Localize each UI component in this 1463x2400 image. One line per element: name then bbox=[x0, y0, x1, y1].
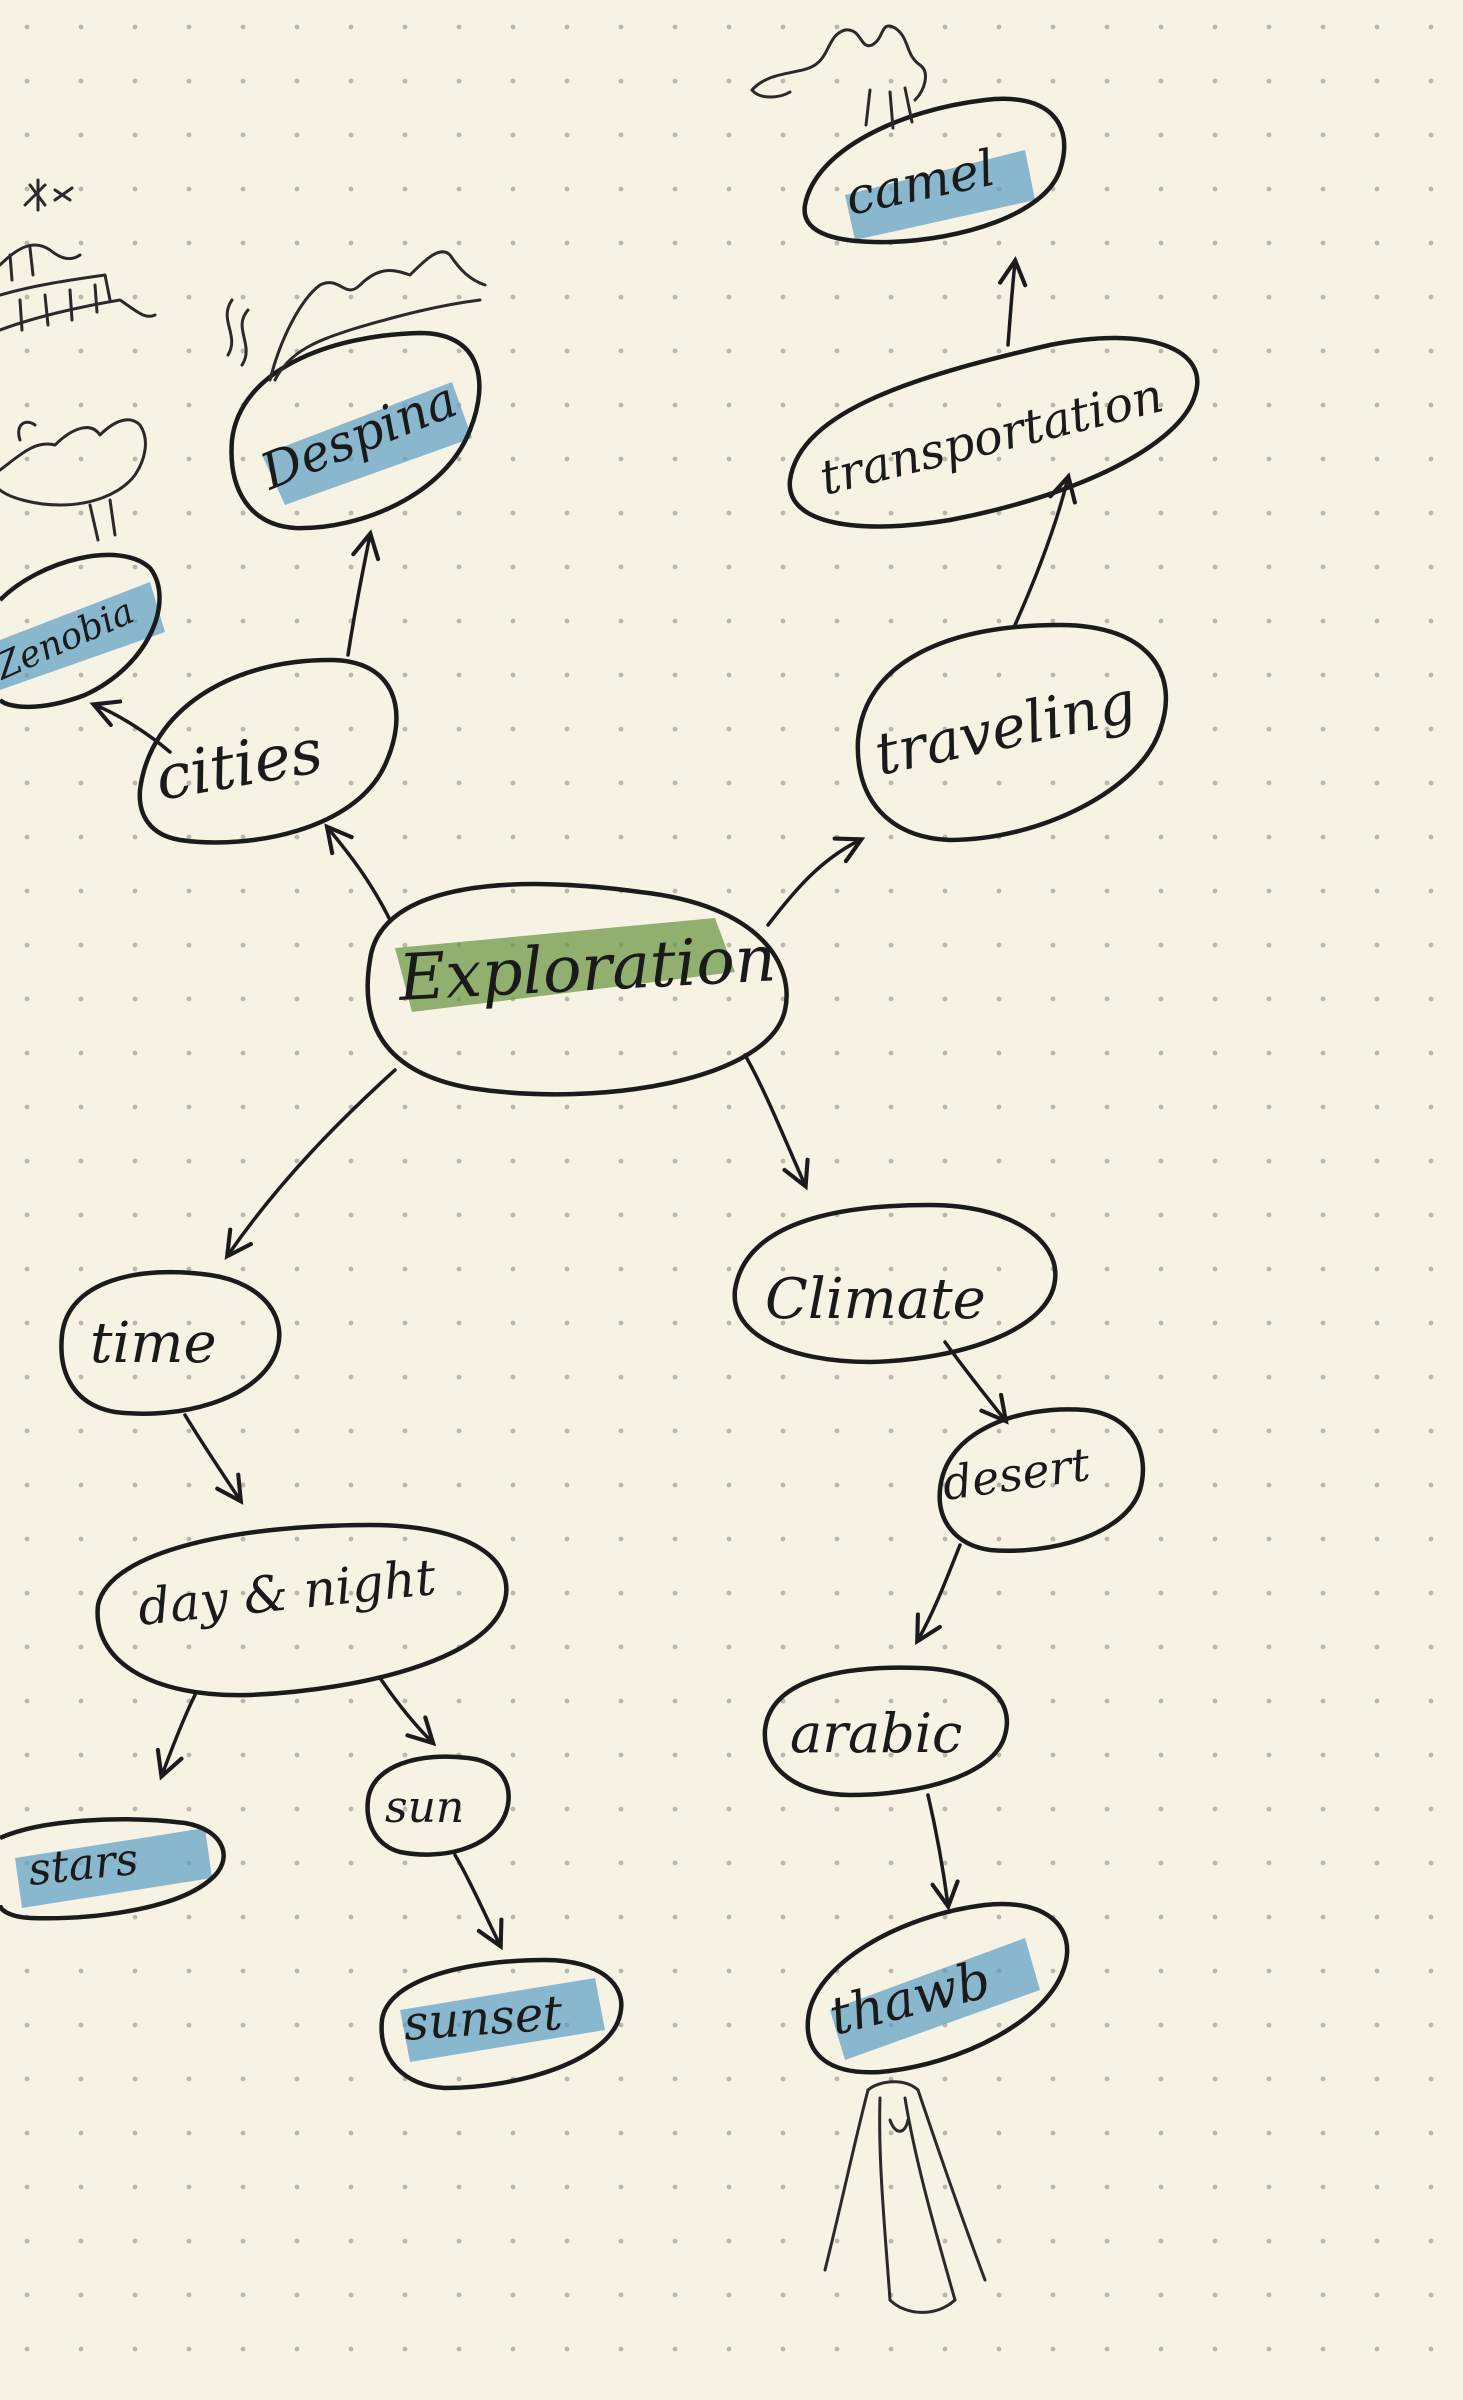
node-time-shape bbox=[59, 1269, 282, 1416]
node-daynight-shape bbox=[95, 1522, 509, 1698]
node-despina-shape bbox=[229, 330, 482, 531]
node-thawb-shape bbox=[805, 1901, 1070, 2075]
edge-sun-sunset bbox=[453, 1853, 504, 1951]
node-arabic-label: arabic bbox=[790, 1702, 962, 1765]
node-transportation-shape bbox=[787, 335, 1200, 529]
building-sketch-icon bbox=[0, 243, 157, 332]
node-traveling-shape bbox=[855, 622, 1169, 843]
edge-daynight-stars bbox=[155, 1693, 197, 1781]
node-cities-shape bbox=[137, 657, 399, 845]
highlight-camel bbox=[845, 150, 1035, 240]
node-shapes bbox=[0, 96, 1200, 2091]
edge-cities-despina bbox=[346, 529, 381, 657]
node-desert-shape bbox=[937, 1407, 1146, 1553]
edge-exploration-traveling bbox=[766, 836, 866, 927]
edge-exploration-cities bbox=[324, 823, 392, 922]
edge-transportation-camel bbox=[998, 256, 1028, 347]
edge-arabic-thawb bbox=[926, 1793, 960, 1911]
thawb-robe-sketch-icon bbox=[823, 2080, 987, 2314]
node-stars-label: stars bbox=[26, 1834, 141, 1896]
node-climate-shape bbox=[732, 1202, 1058, 1365]
node-climate-label: Climate bbox=[765, 1267, 986, 1332]
node-camel-shape bbox=[802, 96, 1067, 245]
edge-cities-zenobia bbox=[89, 699, 172, 754]
edge-exploration-climate bbox=[743, 1053, 810, 1191]
highlight-despina bbox=[262, 382, 472, 505]
node-sunset-shape bbox=[379, 1957, 624, 2091]
node-zenobia-shape bbox=[0, 552, 162, 710]
edge-time-daynight bbox=[183, 1413, 244, 1505]
highlights bbox=[0, 150, 1040, 2062]
node-time-label: time bbox=[90, 1311, 217, 1376]
edge-daynight-sun bbox=[378, 1676, 437, 1747]
highlight-thawb bbox=[830, 1938, 1040, 2060]
camel-sketch-icon bbox=[750, 24, 927, 130]
node-stars-shape bbox=[0, 1817, 226, 1921]
highlight-sunset bbox=[400, 1978, 605, 2062]
highlight-zenobia bbox=[0, 582, 165, 690]
node-sun-label: sun bbox=[385, 1782, 464, 1833]
edge-desert-arabic bbox=[915, 1543, 962, 1646]
node-exploration-shape bbox=[365, 881, 789, 1097]
edges bbox=[89, 256, 1077, 1951]
edge-exploration-time bbox=[224, 1068, 397, 1260]
node-sunset-label: sunset bbox=[402, 1985, 565, 2052]
edge-traveling-transportation bbox=[1013, 472, 1077, 627]
highlight-exploration bbox=[395, 918, 735, 1012]
star-doodle-icon bbox=[23, 178, 74, 212]
mountain-sketch-icon bbox=[225, 250, 487, 382]
highlight-stars bbox=[15, 1828, 212, 1908]
node-arabic-shape bbox=[762, 1665, 1009, 1798]
node-sun-shape bbox=[365, 1754, 511, 1857]
bird-sketch-icon bbox=[0, 418, 147, 542]
